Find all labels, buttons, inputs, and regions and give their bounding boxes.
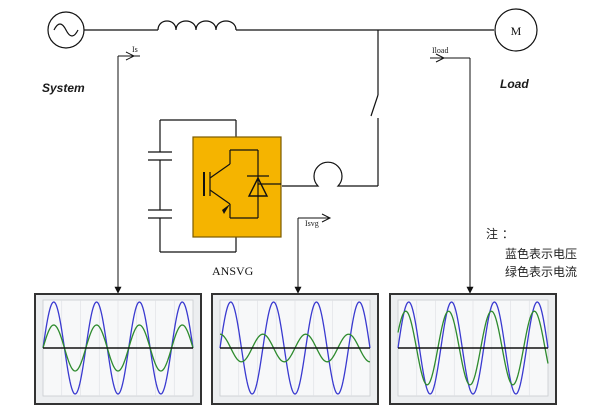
svg-branch-wire <box>342 30 379 187</box>
iload-label: Iload <box>432 46 448 55</box>
iload-measure-arrow <box>430 53 474 294</box>
waveform-panel-svg <box>211 293 379 405</box>
note-line-current: 绿色表示电流 <box>505 264 577 279</box>
motor-icon <box>494 8 538 52</box>
system-label: System <box>42 81 85 95</box>
dc-capacitor-icon <box>148 119 237 253</box>
note-line-voltage: 蓝色表示电压 <box>505 247 577 261</box>
voltage-wave <box>397 301 549 395</box>
inductor-icon <box>157 20 237 31</box>
is-measure-arrow <box>114 51 140 294</box>
ac-source-icon <box>47 11 85 49</box>
is-label: Is <box>132 45 138 54</box>
motor-label: M <box>511 24 522 38</box>
load-label: Load <box>500 77 529 91</box>
note-title: 注 ： <box>486 226 514 241</box>
current-wave <box>42 324 194 372</box>
voltage-wave <box>219 301 371 395</box>
waveform-panel-system <box>34 293 202 405</box>
isvg-label: Isvg <box>305 219 319 228</box>
voltage-wave <box>42 301 194 395</box>
current-transformer-icon <box>282 161 343 187</box>
waveform-panel-load <box>389 293 557 405</box>
isvg-measure-arrow <box>294 213 332 294</box>
ansvg-label: ANSVG <box>212 264 254 278</box>
inverter-block <box>192 136 282 238</box>
current-wave <box>397 310 549 386</box>
